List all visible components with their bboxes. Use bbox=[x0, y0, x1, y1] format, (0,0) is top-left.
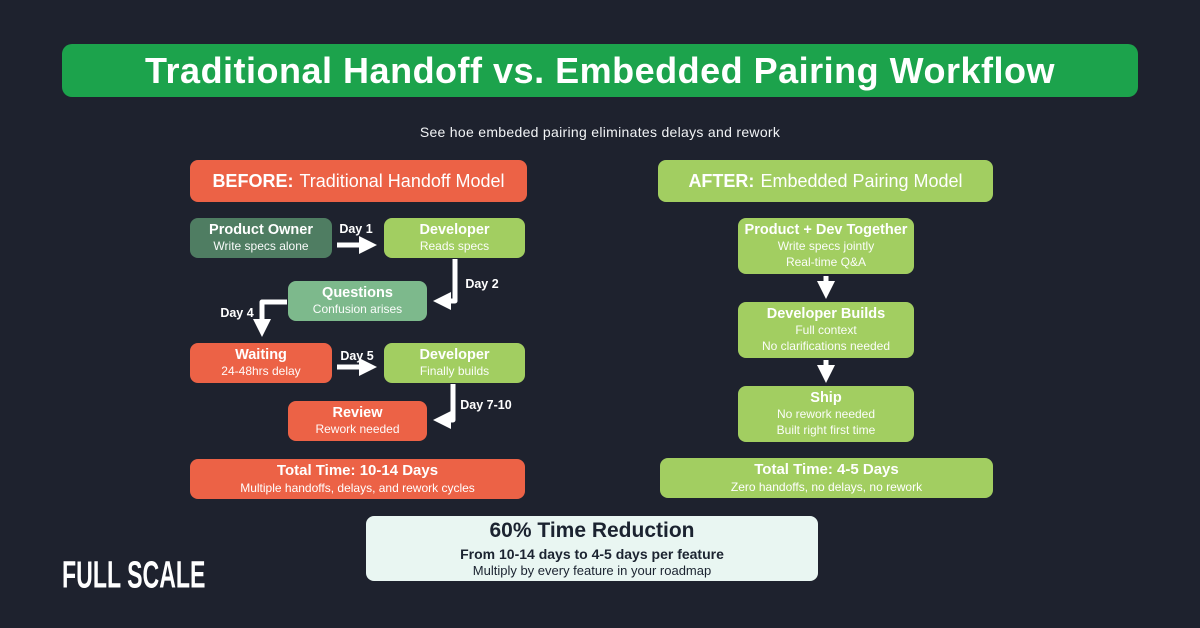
node-product-owner: Product Owner Write specs alone bbox=[190, 218, 332, 258]
node-title: Questions bbox=[322, 285, 393, 302]
before-header-prefix: BEFORE: bbox=[212, 170, 294, 191]
node-developer-builds: Developer Builds Full context No clarifi… bbox=[738, 302, 914, 358]
after-column-header: AFTER: Embedded Pairing Model bbox=[658, 160, 993, 202]
node-title: Product Owner bbox=[209, 222, 313, 239]
page-title: Traditional Handoff vs. Embedded Pairing… bbox=[145, 49, 1055, 91]
node-title: Developer bbox=[419, 222, 490, 239]
node-questions: Questions Confusion arises bbox=[288, 281, 427, 321]
summary-line3: Multiply by every feature in your roadma… bbox=[472, 562, 712, 578]
before-total-box: Total Time: 10-14 Days Multiple handoffs… bbox=[190, 459, 525, 499]
page-subtitle: See hoe embeded pairing eliminates delay… bbox=[419, 124, 781, 140]
node-title: Review bbox=[332, 405, 383, 422]
node-developer-builds-late: Developer Finally builds bbox=[384, 343, 525, 383]
node-title: Developer bbox=[419, 347, 490, 364]
after-total-subtitle: Zero handoffs, no delays, no rework bbox=[730, 479, 923, 494]
day-label-1: Day 1 bbox=[339, 222, 373, 236]
day-label-2: Day 2 bbox=[465, 277, 499, 291]
node-subtitle: Write specs alone bbox=[213, 239, 309, 254]
after-header-rest: Embedded Pairing Model bbox=[760, 170, 963, 191]
node-subtitle: 24-48hrs delay bbox=[221, 364, 301, 379]
node-subtitle: No rework needed Built right first time bbox=[776, 407, 876, 438]
node-review: Review Rework needed bbox=[288, 401, 427, 441]
after-header-prefix: AFTER: bbox=[688, 170, 755, 191]
node-waiting: Waiting 24-48hrs delay bbox=[190, 343, 332, 383]
node-developer-reads: Developer Reads specs bbox=[384, 218, 525, 258]
before-column-header: BEFORE: Traditional Handoff Model bbox=[190, 160, 527, 202]
before-total-subtitle: Multiple handoffs, delays, and rework cy… bbox=[240, 480, 475, 495]
node-subtitle: Rework needed bbox=[315, 422, 400, 437]
node-subtitle: Reads specs bbox=[419, 239, 490, 254]
node-subtitle: Full context No clarifications needed bbox=[761, 323, 891, 354]
title-banner: Traditional Handoff vs. Embedded Pairing… bbox=[62, 44, 1138, 97]
node-product-dev-together: Product + Dev Together Write specs joint… bbox=[738, 218, 914, 274]
before-header-rest: Traditional Handoff Model bbox=[299, 170, 505, 191]
summary-title: 60% Time Reduction bbox=[489, 519, 695, 543]
summary-line2: From 10-14 days to 4-5 days per feature bbox=[460, 545, 724, 562]
node-title: Developer Builds bbox=[766, 306, 886, 323]
node-title: Waiting bbox=[235, 347, 287, 364]
node-subtitle: Finally builds bbox=[419, 364, 490, 379]
day-label-5: Day 5 bbox=[340, 349, 374, 363]
node-title: Product + Dev Together bbox=[744, 222, 908, 239]
node-subtitle: Confusion arises bbox=[312, 302, 403, 317]
node-ship: Ship No rework needed Built right first … bbox=[738, 386, 914, 442]
before-total-title: Total Time: 10-14 Days bbox=[276, 462, 439, 480]
node-subtitle: Write specs jointly Real-time Q&A bbox=[777, 239, 875, 270]
node-title: Ship bbox=[810, 390, 842, 407]
after-total-title: Total Time: 4-5 Days bbox=[754, 461, 899, 479]
summary-box: 60% Time Reduction From 10-14 days to 4-… bbox=[366, 516, 818, 581]
day-label-7-10: Day 7-10 bbox=[460, 398, 512, 412]
full-scale-logo: FULL SCALE bbox=[62, 554, 206, 597]
day-label-4: Day 4 bbox=[220, 306, 254, 320]
after-total-box: Total Time: 4-5 Days Zero handoffs, no d… bbox=[660, 458, 993, 498]
